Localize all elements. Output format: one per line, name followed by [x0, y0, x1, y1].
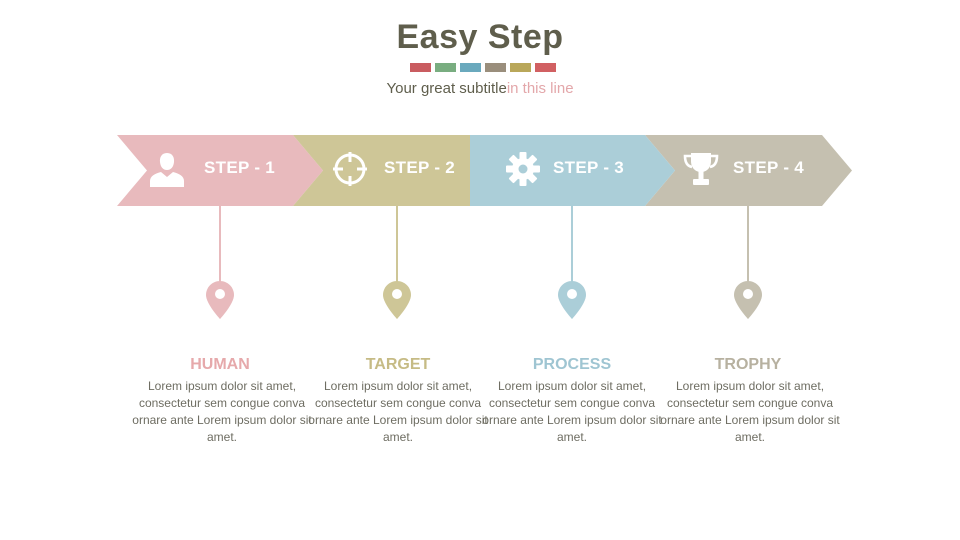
step-4-segment: [645, 135, 852, 206]
gear-icon: [506, 152, 540, 186]
connector-line: [747, 205, 749, 283]
step-2-name: TARGET: [365, 356, 431, 373]
subtitle: Your great subtitlein this line: [0, 80, 960, 97]
color-swatch: [460, 63, 481, 72]
step-2-description: Lorem ipsum dolor sit amet, consectetur …: [308, 379, 488, 444]
target-icon: [333, 152, 367, 186]
color-swatch: [435, 63, 456, 72]
connector-line: [219, 205, 221, 283]
step-1-name: HUMAN: [190, 356, 250, 373]
step-4-description: Lorem ipsum dolor sit amet, consectetur …: [660, 379, 840, 444]
step-4-label: STEP - 4: [733, 158, 805, 177]
connector-line: [396, 205, 398, 283]
step-3-description: Lorem ipsum dolor sit amet, consectetur …: [482, 379, 662, 444]
connector-line: [571, 205, 573, 283]
step-4-name: TROPHY: [714, 356, 782, 373]
subtitle-main: Your great subtitle: [386, 80, 507, 97]
step-2-segment: [293, 135, 470, 206]
color-swatch: [410, 63, 431, 72]
color-swatch: [535, 63, 556, 72]
map-pin-icon: [383, 281, 411, 319]
page-title: Easy Step: [396, 18, 564, 56]
color-swatch: [510, 63, 531, 72]
subtitle-accent: in this line: [506, 80, 574, 97]
map-pin-icon: [206, 281, 234, 319]
map-pin-icon: [558, 281, 586, 319]
step-1-label: STEP - 1: [204, 158, 276, 177]
color-swatch: [485, 63, 506, 72]
step-3-name: PROCESS: [532, 356, 612, 373]
map-pin-icon: [734, 281, 762, 319]
step-1-description: Lorem ipsum dolor sit amet, consectetur …: [132, 379, 312, 444]
user-icon: [150, 153, 184, 187]
step-3-label: STEP - 3: [553, 158, 625, 177]
step-1-segment: [117, 135, 323, 206]
step-arrow-band: [117, 135, 852, 206]
trophy-icon: [683, 153, 719, 185]
color-swatch-bar: [410, 63, 556, 72]
step-2-label: STEP - 2: [384, 158, 456, 177]
